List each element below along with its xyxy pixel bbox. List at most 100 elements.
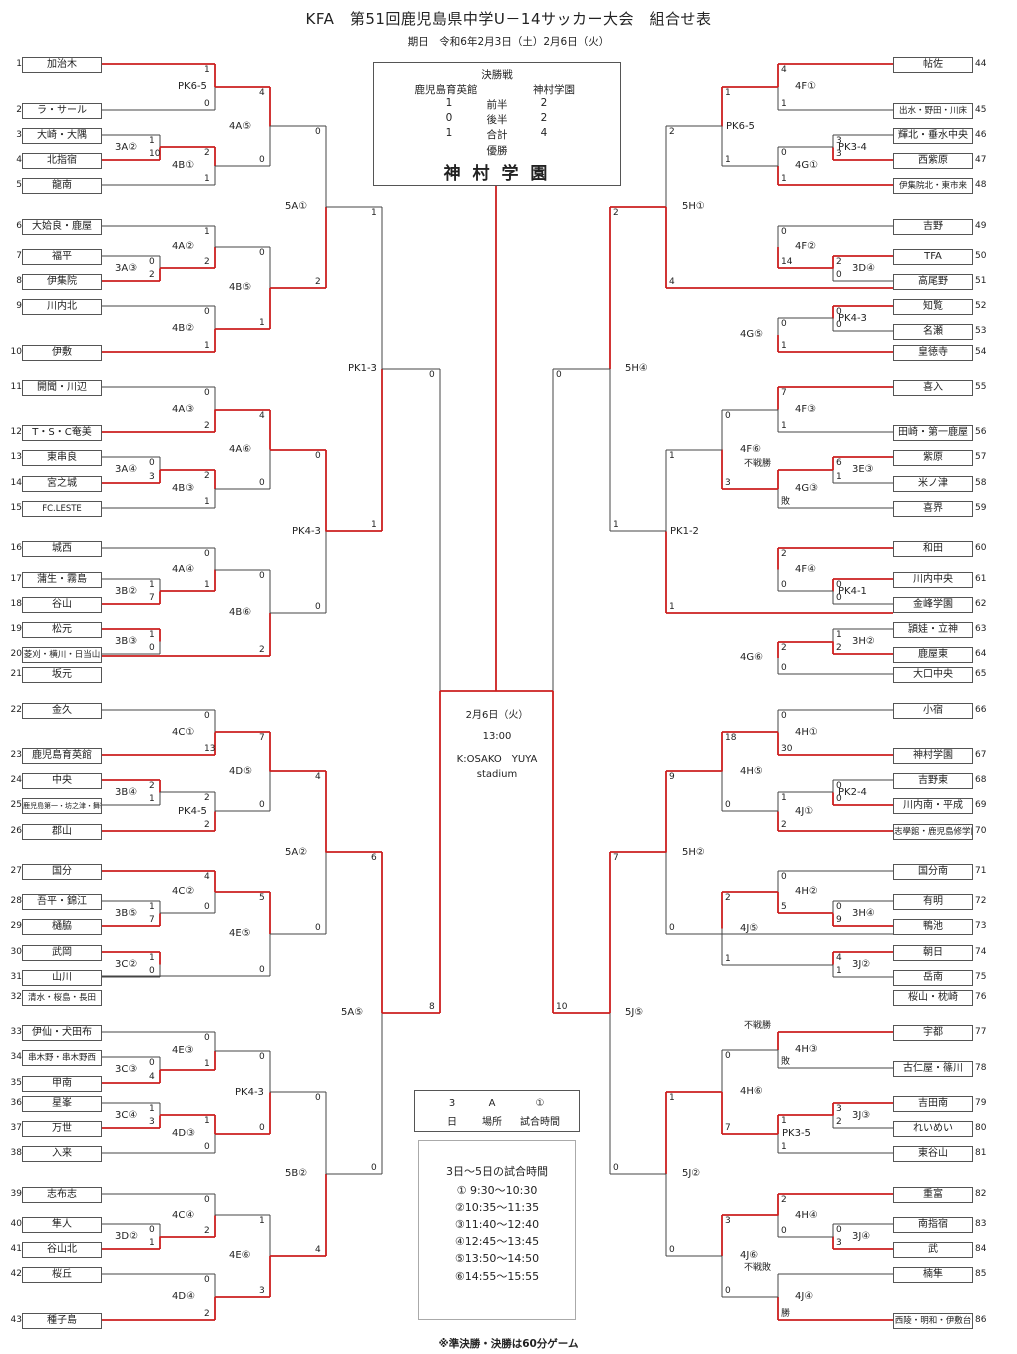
score-value: 2 bbox=[149, 270, 155, 280]
time-slot: ⑤13:50～14:50 bbox=[454, 1252, 540, 1265]
score-value: 1 bbox=[149, 953, 155, 963]
score-value: 敗 bbox=[781, 1057, 791, 1067]
match-code: 4B⑤ bbox=[229, 282, 252, 293]
team-name-box: 鹿児島第一・坊之津・舞鶴 bbox=[22, 798, 102, 814]
team-name-box: 頴娃・立神 bbox=[893, 622, 973, 638]
score-value: 0 bbox=[836, 1225, 842, 1235]
team-name-box: 吉田南 bbox=[893, 1096, 973, 1112]
team-seed-number: 79 bbox=[975, 1098, 987, 1108]
team-name-box: 南指宿 bbox=[893, 1217, 973, 1233]
team-seed-number: 35 bbox=[10, 1078, 22, 1088]
score-value: 0 bbox=[781, 580, 787, 590]
team-name-box: 入来 bbox=[22, 1146, 102, 1162]
team-name-box: 小宿 bbox=[893, 703, 973, 719]
team-name-box: 鴨池 bbox=[893, 919, 973, 935]
match-code: 4J① bbox=[795, 805, 814, 817]
match-code: 4H② bbox=[795, 886, 818, 897]
match-code: 5H① bbox=[682, 201, 705, 212]
match-code: 4D③ bbox=[172, 1128, 196, 1139]
team-name-box: 川内中央 bbox=[893, 572, 973, 588]
score-value: 0 bbox=[429, 370, 435, 380]
score-value: 2 bbox=[204, 793, 210, 803]
team-name-box: 開聞・川辺 bbox=[22, 380, 102, 396]
score-value: 1 bbox=[669, 451, 675, 461]
score-value: 2 bbox=[259, 645, 265, 655]
final-score-left: 1 bbox=[445, 127, 453, 139]
score-value: 0 bbox=[669, 1245, 675, 1255]
match-code: PK6-5 bbox=[726, 120, 755, 132]
team-seed-number: 83 bbox=[975, 1219, 987, 1229]
team-name-box: 山川 bbox=[22, 970, 102, 986]
team-seed-number: 15 bbox=[10, 503, 22, 513]
final-score-left: 0 bbox=[445, 112, 453, 124]
team-seed-number: 70 bbox=[975, 826, 987, 836]
team-name-box: 坂元 bbox=[22, 667, 102, 683]
score-value: 0 bbox=[204, 1033, 210, 1043]
team-name-box: 清水・桜島・長田 bbox=[22, 990, 102, 1006]
score-value: 1 bbox=[781, 174, 787, 184]
score-value: 1 bbox=[781, 341, 787, 351]
score-value: 0 bbox=[315, 602, 321, 612]
score-value: 1 bbox=[204, 227, 210, 237]
match-code: 5A② bbox=[285, 846, 308, 858]
champion-name: 神 村 学 園 bbox=[443, 164, 551, 184]
match-code: PK6-5 bbox=[178, 81, 207, 92]
match-code: 4H⑥ bbox=[740, 1086, 763, 1097]
team-name-box: 龍南 bbox=[22, 178, 102, 194]
match-code: PK4-3 bbox=[838, 312, 867, 324]
match-code: 4H④ bbox=[795, 1209, 818, 1221]
team-seed-number: 12 bbox=[10, 427, 22, 437]
score-value: 0 bbox=[836, 794, 842, 804]
final-period-label: 合計 bbox=[486, 129, 508, 141]
team-seed-number: 62 bbox=[975, 599, 987, 609]
team-seed-number: 51 bbox=[975, 276, 987, 286]
team-name-box: 串木野・串木野西 bbox=[22, 1050, 102, 1066]
score-value: 勝 bbox=[781, 1309, 791, 1319]
score-value: 8 bbox=[429, 1002, 435, 1012]
match-code: 4E③ bbox=[172, 1045, 194, 1056]
score-value: 1 bbox=[781, 793, 787, 803]
score-value: 1 bbox=[781, 99, 787, 109]
team-name-box: 名瀬 bbox=[893, 324, 973, 340]
score-value: 0 bbox=[613, 1163, 619, 1173]
team-seed-number: 19 bbox=[10, 624, 22, 634]
score-value: 2 bbox=[669, 127, 675, 137]
team-seed-number: 63 bbox=[975, 624, 987, 634]
team-name-box: 吉野 bbox=[893, 219, 973, 235]
team-name-box: T・S・C奄美 bbox=[22, 425, 102, 441]
score-value: 0 bbox=[836, 307, 842, 317]
score-value: 2 bbox=[725, 893, 731, 903]
score-value: 1 bbox=[259, 318, 265, 328]
team-name-box: 楠隼 bbox=[893, 1267, 973, 1283]
team-seed-number: 16 bbox=[10, 543, 22, 553]
match-code: 3J② bbox=[852, 958, 871, 970]
score-value: 3 bbox=[836, 136, 842, 146]
team-seed-number: 18 bbox=[10, 599, 22, 609]
match-code: 4F① bbox=[795, 81, 817, 92]
final-score-right: 2 bbox=[540, 97, 548, 109]
score-value: 1 bbox=[725, 155, 731, 165]
team-seed-number: 2 bbox=[16, 105, 22, 115]
tournament-period: 期日 令和6年2月3日（土）2月6日（火） bbox=[407, 36, 610, 48]
team-name-box: 吾平・錦江 bbox=[22, 894, 102, 910]
match-code: PK3-4 bbox=[838, 141, 867, 153]
winner-label: 優勝 bbox=[486, 145, 508, 157]
match-code: 3J③ bbox=[852, 1109, 871, 1121]
team-seed-number: 67 bbox=[975, 750, 987, 760]
score-value: 0 bbox=[204, 902, 210, 912]
team-name-box: 甲南 bbox=[22, 1076, 102, 1092]
team-name-box: 金峰学園 bbox=[893, 597, 973, 613]
score-value: 9 bbox=[836, 915, 842, 925]
match-code: 3H④ bbox=[852, 907, 875, 919]
team-name-box: 伊集院 bbox=[22, 274, 102, 290]
score-value: 4 bbox=[836, 953, 842, 963]
team-seed-number: 24 bbox=[10, 775, 22, 785]
score-value: 7 bbox=[613, 853, 619, 863]
team-name-box: 川内南・平成 bbox=[893, 798, 973, 814]
team-seed-number: 84 bbox=[975, 1244, 987, 1254]
score-value: 0 bbox=[204, 388, 210, 398]
team-name-box: 加治木 bbox=[22, 57, 102, 73]
score-value: 1 bbox=[836, 472, 842, 482]
times-heading: 3日～5日の試合時間 bbox=[446, 1165, 548, 1178]
team-seed-number: 72 bbox=[975, 896, 987, 906]
